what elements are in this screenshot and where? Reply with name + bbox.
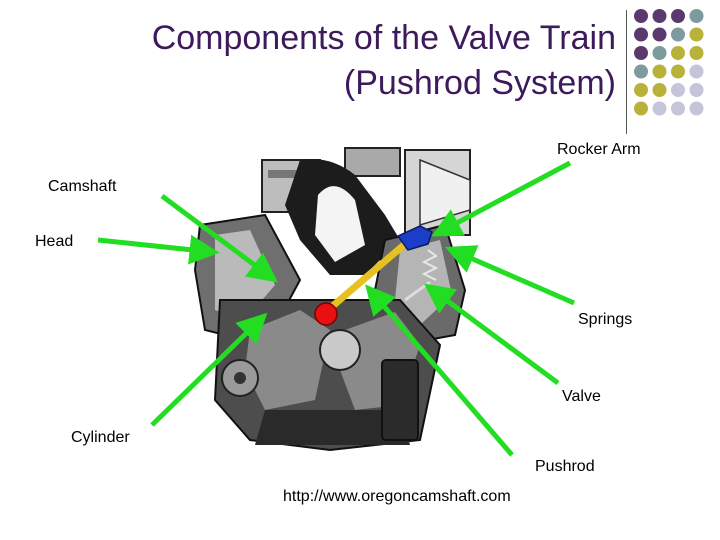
arrow-head [97, 234, 220, 265]
decorative-dot [689, 46, 704, 60]
decorative-dot [634, 46, 648, 60]
decorative-dot [671, 64, 685, 79]
decorative-dot [689, 64, 704, 79]
decorative-dot [634, 27, 648, 42]
title-divider [626, 10, 627, 134]
crankshaft [319, 329, 361, 371]
decorative-dot [689, 9, 704, 23]
decorative-dot [689, 27, 704, 42]
air-horn-cone [419, 158, 471, 227]
arrow-springs [445, 245, 575, 306]
arrow-cylinder [150, 312, 268, 427]
label-pushrod: Pushrod [535, 458, 595, 475]
arrow-pushrod [365, 284, 514, 457]
decorative-dot [689, 83, 704, 97]
pushrod-rod [324, 234, 416, 314]
decorative-dot [634, 9, 648, 23]
decorative-dot [671, 9, 685, 23]
decorative-dot [634, 64, 648, 79]
label-cylinder: Cylinder [71, 429, 130, 446]
decorative-dot [652, 27, 667, 42]
decorative-dot [634, 101, 648, 116]
label-rocker-arm: Rocker Arm [557, 141, 641, 158]
label-head: Head [35, 233, 74, 250]
decorative-dot [671, 27, 685, 42]
decorative-dot [634, 83, 648, 97]
decorative-dot [652, 46, 667, 60]
arrow-valve [423, 283, 560, 386]
source-url: http://www.oregoncamshaft.com [283, 488, 511, 505]
decorative-dot [652, 9, 667, 23]
decorative-dot [652, 83, 667, 97]
label-valve: Valve [562, 388, 601, 405]
decorative-dot [689, 101, 704, 116]
decorative-dot [652, 64, 667, 79]
intake-top [344, 147, 401, 177]
pulley-hub [234, 372, 246, 384]
decorative-dot [671, 101, 685, 116]
rocker-arm-part [396, 225, 433, 251]
oil-filter [381, 359, 419, 441]
intake-runner [315, 186, 365, 262]
arrow-camshaft [160, 193, 279, 283]
decorative-dot [652, 101, 667, 116]
arrow-rocker-arm [431, 160, 572, 237]
label-springs: Springs [578, 311, 633, 328]
decorative-dot [671, 46, 685, 60]
valve-spring-coil [421, 249, 439, 281]
decorative-dot [671, 83, 685, 97]
camshaft-lobe [314, 302, 338, 326]
slide-title-line-2: (Pushrod System) [343, 64, 616, 102]
slide-title-line-1: Components of the Valve Train [151, 19, 616, 57]
oil-pan [255, 410, 410, 445]
carburetor-detail [268, 170, 314, 178]
label-camshaft: Camshaft [48, 178, 117, 195]
